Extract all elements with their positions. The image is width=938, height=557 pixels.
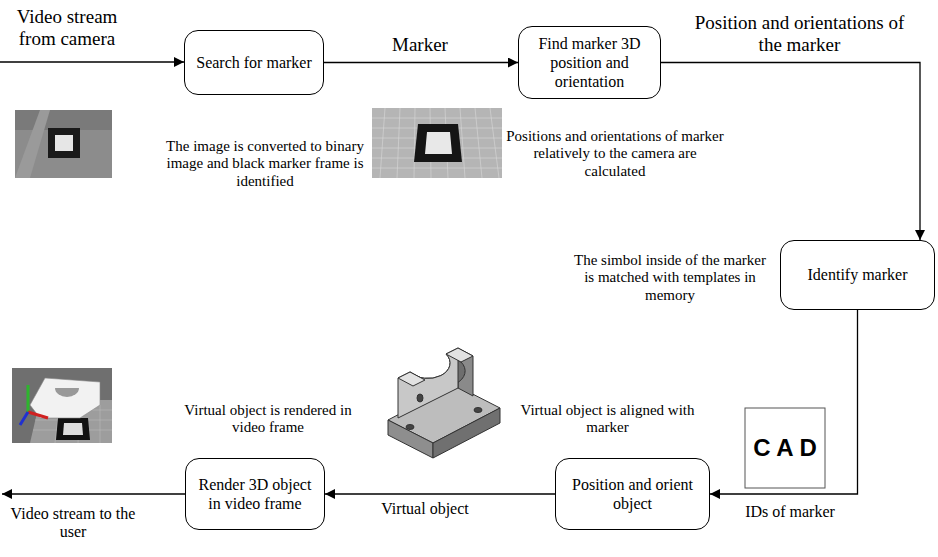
- camera-frame-thumbnail-shape: [15, 110, 112, 178]
- marker-id-symbol: C A D: [745, 408, 825, 488]
- bracket-part: [388, 348, 500, 458]
- camera-frame-thumbnail-shape: [15, 110, 50, 178]
- bracket-part-shape: [474, 408, 482, 413]
- annotation-text: Video stream to the user: [8, 505, 138, 542]
- camera-frame-thumbnail-shape: [55, 135, 73, 151]
- edge-label: IDs of marker: [738, 503, 842, 521]
- rendered-frame-thumbnail-shape: [30, 378, 100, 418]
- rendered-frame-thumbnail-shape: [56, 418, 90, 440]
- input-arrow-shape: [0, 61, 184, 62]
- box-text: Identify marker: [808, 265, 908, 284]
- process-box: Search for marker: [184, 30, 324, 95]
- marker-grid-thumbnail-shape-shape: [397, 108, 400, 178]
- bracket-part-shape: [417, 394, 423, 402]
- annotation-text: Positions and orientations of marker rel…: [505, 128, 725, 180]
- bracket-part-shape: [406, 425, 414, 430]
- input-arrow: [0, 62, 184, 63]
- marker-grid-thumbnail-shape-shape: [372, 118, 502, 119]
- marker-grid-thumbnail-shape: [425, 132, 452, 154]
- rendered-frame-thumbnail-shape: [27, 385, 30, 412]
- marker-grid-thumbnail-shape-shape: [490, 108, 499, 178]
- process-box: Render 3D object in video frame: [185, 458, 325, 530]
- rendered-frame-thumbnail: [12, 368, 112, 443]
- rendered-frame-thumbnail-shape: [20, 412, 28, 425]
- rendered-frame-thumbnail-shape: [55, 388, 79, 397]
- marker-symbol: [745, 408, 825, 488]
- flow-arrow: [710, 310, 858, 494]
- camera-frame-thumbnail-shape: [48, 128, 80, 158]
- marker-grid-thumbnail-shape: [372, 108, 502, 178]
- bracket-part-shape: [398, 348, 458, 418]
- edge-label: Virtual object: [345, 500, 505, 518]
- output-arrow-shape: [2, 493, 185, 494]
- bracket-part-shape: [398, 372, 425, 386]
- box-text: Position and orient object: [564, 475, 701, 513]
- edge-label: Position and orientations of the marker: [692, 12, 907, 56]
- rendered-frame-thumbnail-shape-shape: [100, 400, 101, 443]
- camera-frame-thumbnail-shape: [15, 110, 112, 130]
- annotation-text: The image is converted to binary image a…: [160, 138, 370, 190]
- rendered-frame-thumbnail-shape: [28, 412, 48, 418]
- edge-label: Marker: [370, 34, 470, 56]
- box-text: Search for marker: [196, 53, 312, 72]
- output-arrow: [2, 494, 185, 495]
- marker-grid-thumbnail-shape: [372, 108, 502, 178]
- marker-grid-thumbnail-shape-shape: [380, 108, 385, 178]
- camera-frame-thumbnail: [15, 110, 112, 178]
- process-box: Position and orient object: [555, 458, 710, 530]
- marker-grid-thumbnail-shape: [414, 124, 462, 162]
- bracket-part-shape: [433, 408, 500, 458]
- marker-grid-thumbnail-shape-shape: [372, 168, 502, 169]
- annotation-text: Video stream from camera: [8, 6, 126, 50]
- marker-grid-thumbnail-shape-shape: [414, 108, 415, 178]
- marker-grid-thumbnail-shape-shape: [460, 108, 465, 178]
- marker-symbol-shape: [745, 408, 825, 488]
- marker-grid-thumbnail-shape-shape: [475, 108, 482, 178]
- annotation-text: The simbol inside of the marker is match…: [570, 252, 770, 304]
- bracket-part-shape: [388, 420, 433, 458]
- rendered-frame-thumbnail-shape: [63, 423, 83, 435]
- box-text: Find marker 3D position and orientation: [527, 34, 652, 92]
- marker-grid-thumbnail: [372, 108, 502, 178]
- box-text: Render 3D object in video frame: [194, 475, 316, 513]
- process-box: Find marker 3D position and orientation: [518, 26, 661, 100]
- annotation-text: Virtual object is rendered in video fram…: [168, 402, 368, 437]
- flow-arrow: [325, 493, 555, 494]
- bracket-part-shape: [446, 348, 473, 362]
- process-box: Identify marker: [780, 240, 935, 310]
- flow-arrow: [661, 63, 920, 241]
- annotation-text: Virtual object is aligned with marker: [505, 402, 710, 437]
- rendered-frame-thumbnail-shape: [12, 368, 112, 443]
- flow-arrow: [324, 62, 518, 63]
